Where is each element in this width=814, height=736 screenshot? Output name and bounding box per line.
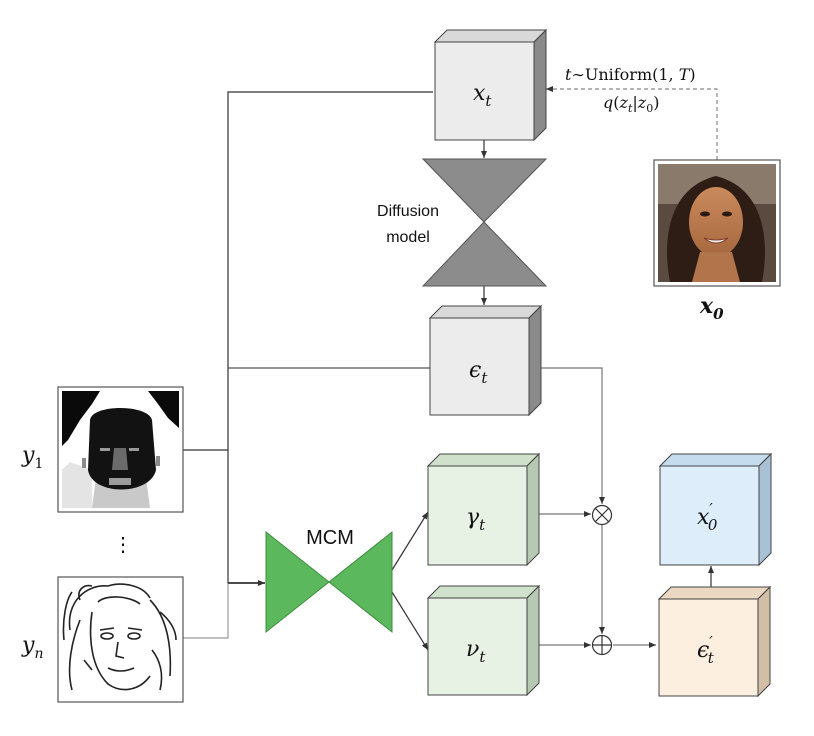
eps-to-multiply-arrow <box>540 367 605 504</box>
multiply-operator <box>591 504 613 526</box>
eps-label: ϵt <box>469 358 488 387</box>
face-photo-icon <box>653 159 781 287</box>
xt-box: xt <box>433 28 548 142</box>
x0prime-box: x′0 <box>658 452 773 567</box>
mcm-shape <box>265 530 393 634</box>
x0-label: x0 <box>699 293 724 323</box>
epsprime-box: ϵ′t <box>657 585 772 698</box>
diffusion-model-shape <box>421 158 548 287</box>
gamma-label: γt <box>466 505 486 534</box>
gamma-box: γt <box>426 452 541 567</box>
nu-box: νt <box>426 584 541 697</box>
mcm-label: MCM <box>306 527 354 549</box>
diffusion-label-line1: Diffusion <box>377 203 439 220</box>
xt-label: xt <box>473 81 492 110</box>
connectors <box>183 86 718 651</box>
nu-label: νt <box>466 637 486 666</box>
add-operator <box>591 634 613 656</box>
segmentation-mask-icon <box>57 386 184 513</box>
sampling-line2: q(zt|z0) <box>603 93 659 115</box>
diffusion-label-line2: model <box>386 229 430 246</box>
yn-label: yn <box>21 633 43 662</box>
sketch-lines-icon <box>57 576 184 703</box>
vertical-dots: ⋮ <box>113 532 133 556</box>
y1-label: y1 <box>21 443 43 472</box>
eps-box: ϵt <box>428 304 543 417</box>
epsprime-label: ϵ′t <box>697 633 715 667</box>
mcm-to-gamma-arrow <box>391 511 429 571</box>
x0-to-xt-dashed-arrow <box>546 86 718 160</box>
sampling-line1: t∼Uniform(1, T) <box>565 65 696 84</box>
x0prime-label: x′0 <box>697 500 718 534</box>
left-trunk-line <box>227 91 433 583</box>
mcm-to-nu-arrow <box>391 591 429 651</box>
yn-to-trunk-line <box>183 583 229 639</box>
